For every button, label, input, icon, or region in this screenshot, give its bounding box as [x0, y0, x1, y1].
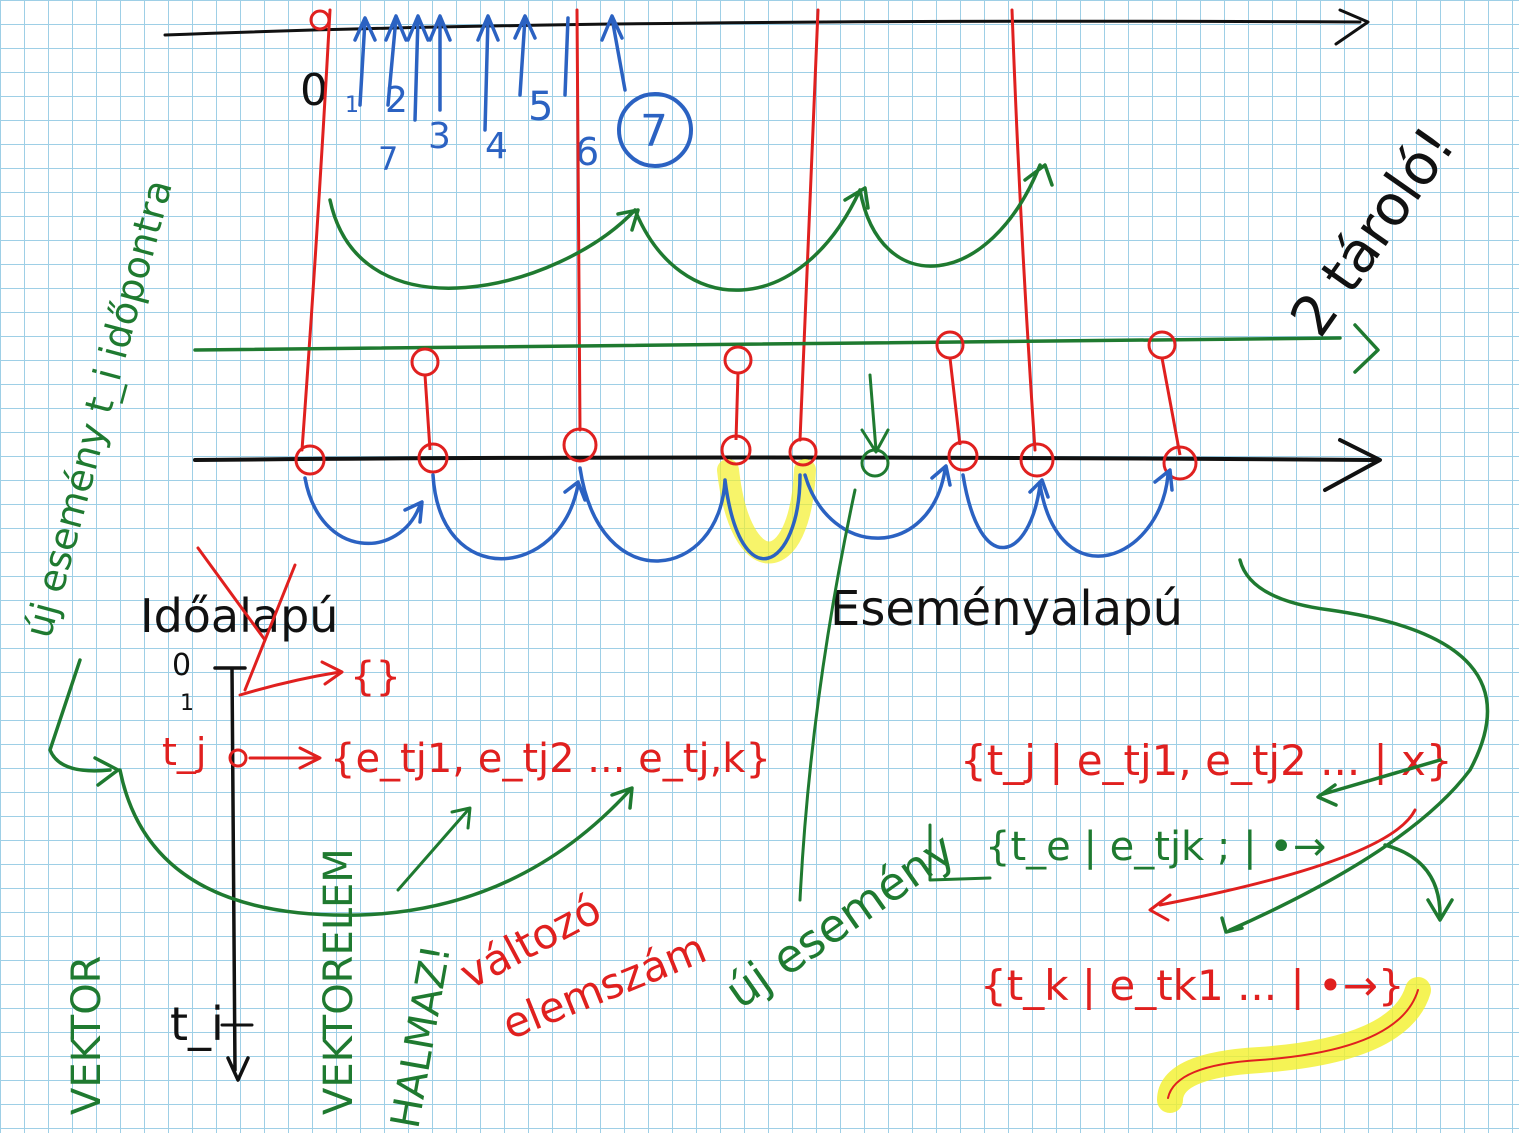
green-loop-curve: [48, 658, 634, 917]
event-based-label: Eseményalapú: [830, 581, 1183, 637]
green-right-connector: [1220, 558, 1490, 934]
main-line-event-markers: [294, 427, 1198, 481]
list-one-label: 1: [180, 691, 194, 716]
top-tick-3: 3: [428, 116, 451, 157]
new-event-note: új esemény: [715, 822, 964, 1019]
green-axis-line: [193, 323, 1380, 374]
circled-seven-ring: [617, 92, 693, 168]
top-tick-4: 4: [485, 126, 508, 167]
green-down-arrow: [860, 373, 890, 454]
green-check-stroke: [396, 806, 472, 892]
new-event-vertical-note: új esemény t_i időpontra: [16, 175, 181, 642]
top-tick-2: 2: [385, 80, 408, 121]
ti-label: t_i: [170, 997, 224, 1051]
time-based-label: Időalapú: [140, 589, 338, 643]
tj-arrow: [248, 746, 322, 770]
tj-set-expression: {e_tj1, e_tj2 ... e_tj,k}: [330, 736, 771, 782]
green-new-event-marker: [860, 448, 890, 478]
red-vertical-lines: [300, 8, 1037, 452]
top-axis-line: [163, 8, 1370, 46]
green-jump-arcs: [328, 163, 1054, 292]
tj-marker: [228, 748, 248, 768]
top-red-marker: [309, 9, 331, 31]
top-tick-7-small: 7: [378, 140, 398, 178]
top-tick-5: 5: [528, 84, 553, 130]
red-pointer-stroke: [1167, 989, 1419, 1099]
list-zero-label: 0: [172, 648, 191, 683]
set-word: HALMAZ!: [383, 942, 460, 1132]
vector-word: VEKTOR: [64, 956, 110, 1115]
vector-element-word: VEKTORELEM: [316, 848, 362, 1115]
top-blue-arrows: [353, 14, 627, 132]
empty-set: {}: [350, 654, 401, 700]
top-tick-1: 1: [345, 93, 359, 118]
green-bracket-link: [928, 823, 992, 882]
two-storage-note: 2 tároló!: [1278, 116, 1468, 348]
circled-seven-label: 7: [640, 106, 668, 157]
main-axis-line: [193, 438, 1382, 492]
blue-event-arcs: [303, 464, 1174, 563]
tj-label: t_j: [162, 730, 206, 774]
vector-axis: [213, 666, 250, 1082]
green-line-red-markers: [410, 330, 1182, 456]
green-vertical-stroke: [798, 488, 857, 902]
set-te-expression: {t_e | e_tjk ; | •→: [985, 824, 1326, 870]
red-set-pointer: [1148, 808, 1417, 922]
yellow-highlight-arc: [717, 459, 816, 564]
red-strikeout: [196, 546, 297, 692]
set-tk-expression: {t_k | e_tk1 ... | •→}: [980, 961, 1405, 1010]
empty-set-arrow: [238, 660, 344, 697]
set-tj-expression: {t_j | e_tj1, e_tj2 ... | x}: [960, 736, 1453, 785]
